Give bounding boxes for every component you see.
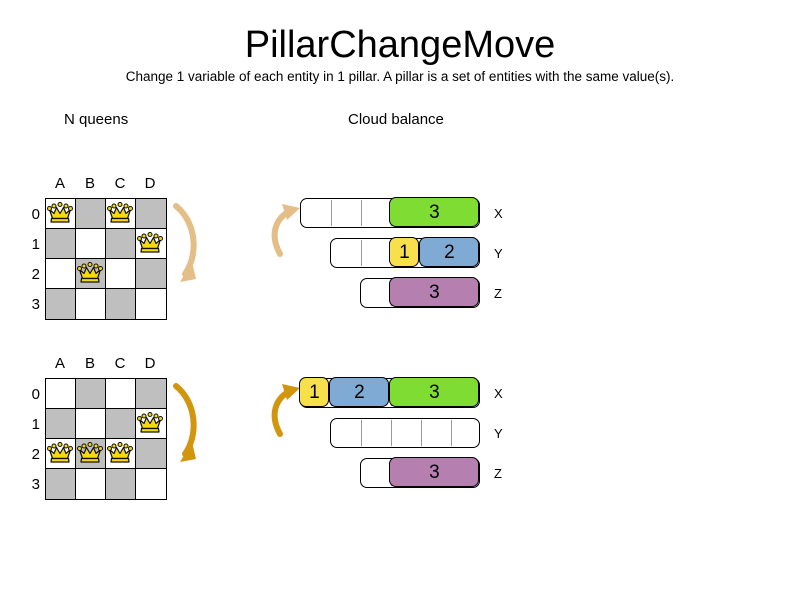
queen-icon[interactable]: [77, 261, 103, 285]
queen-icon[interactable]: [107, 201, 133, 225]
board-row-label: 2: [31, 266, 40, 283]
board-column-label: D: [144, 175, 156, 192]
computer-label-Z: Z: [494, 466, 502, 481]
board-cell-A3[interactable]: [46, 289, 76, 319]
board-row-label: 1: [31, 416, 40, 433]
computer-bar-Z[interactable]: 3: [360, 277, 480, 308]
process-block-3[interactable]: 3: [389, 197, 480, 228]
computer-label-X: X: [494, 206, 503, 221]
queen-icon[interactable]: [107, 441, 133, 465]
computer-label-Y: Y: [494, 246, 503, 261]
process-block-2[interactable]: 2: [419, 237, 480, 268]
process-block-3[interactable]: 3: [389, 457, 480, 488]
queen-icon[interactable]: [47, 441, 73, 465]
board-cell-D3[interactable]: [136, 289, 166, 319]
process-block-1[interactable]: 1: [299, 377, 330, 408]
computer-label-Z: Z: [494, 286, 502, 301]
bar-divider: [391, 420, 392, 446]
board-column-label: B: [84, 175, 95, 192]
board-column-label: A: [54, 355, 65, 372]
board-column-label: D: [144, 355, 156, 372]
board-cell-B3[interactable]: [76, 469, 106, 499]
bar-divider: [361, 200, 362, 226]
board-cell-C3[interactable]: [106, 289, 136, 319]
board-cell-A1[interactable]: [46, 409, 76, 439]
board-cell-B3[interactable]: [76, 289, 106, 319]
board-cell-C0[interactable]: [106, 379, 136, 409]
board-column-label: C: [114, 175, 126, 192]
board-row-label: 0: [31, 386, 40, 403]
board-column-label: B: [84, 355, 95, 372]
page-subtitle: Change 1 variable of each entity in 1 pi…: [125, 69, 675, 84]
board-row-label: 2: [31, 446, 40, 463]
board-cell-B1[interactable]: [76, 409, 106, 439]
process-block-2[interactable]: 2: [329, 377, 390, 408]
section-heading-cloud-balance: Cloud balance: [348, 111, 444, 128]
transition-arrow-nqueens-after: [163, 376, 209, 475]
board-cell-C2[interactable]: [106, 259, 136, 289]
bar-divider: [421, 420, 422, 446]
bar-divider: [361, 240, 362, 266]
queen-icon[interactable]: [77, 441, 103, 465]
transition-arrow-cloud-after: [268, 378, 308, 445]
computer-bar-X[interactable]: 3: [300, 197, 480, 228]
chessboard-grid: [45, 378, 167, 500]
queen-icon[interactable]: [47, 201, 73, 225]
computer-label-Y: Y: [494, 426, 503, 441]
bar-divider: [361, 420, 362, 446]
queen-icon[interactable]: [137, 231, 163, 255]
board-cell-D0[interactable]: [136, 379, 166, 409]
process-block-3[interactable]: 3: [389, 377, 480, 408]
board-column-label: C: [114, 355, 126, 372]
transition-arrow-nqueens-before: [163, 196, 209, 295]
board-cell-A1[interactable]: [46, 229, 76, 259]
bar-divider: [451, 420, 452, 446]
board-row-label: 0: [31, 206, 40, 223]
transition-arrow-cloud-before: [268, 198, 308, 265]
board-row-label: 1: [31, 236, 40, 253]
board-cell-B0[interactable]: [76, 379, 106, 409]
board-cell-C1[interactable]: [106, 229, 136, 259]
board-cell-B1[interactable]: [76, 229, 106, 259]
computer-bar-Y[interactable]: [330, 418, 480, 448]
queen-icon[interactable]: [137, 411, 163, 435]
board-cell-D2[interactable]: [136, 259, 166, 289]
board-cell-A0[interactable]: [46, 379, 76, 409]
board-cell-D3[interactable]: [136, 469, 166, 499]
process-block-1[interactable]: 1: [389, 237, 420, 268]
computer-bar-Z[interactable]: 3: [360, 457, 480, 488]
board-cell-A3[interactable]: [46, 469, 76, 499]
board-cell-D2[interactable]: [136, 439, 166, 469]
computer-label-X: X: [494, 386, 503, 401]
board-cell-C1[interactable]: [106, 409, 136, 439]
board-row-label: 3: [31, 476, 40, 493]
page-title: PillarChangeMove: [244, 24, 556, 66]
bar-divider: [331, 200, 332, 226]
section-heading-nqueens: N queens: [64, 111, 129, 128]
process-block-3[interactable]: 3: [389, 277, 480, 308]
board-row-label: 3: [31, 296, 40, 313]
board-column-label: A: [54, 175, 65, 192]
board-cell-D0[interactable]: [136, 199, 166, 229]
board-cell-B0[interactable]: [76, 199, 106, 229]
board-cell-C3[interactable]: [106, 469, 136, 499]
board-cell-A2[interactable]: [46, 259, 76, 289]
